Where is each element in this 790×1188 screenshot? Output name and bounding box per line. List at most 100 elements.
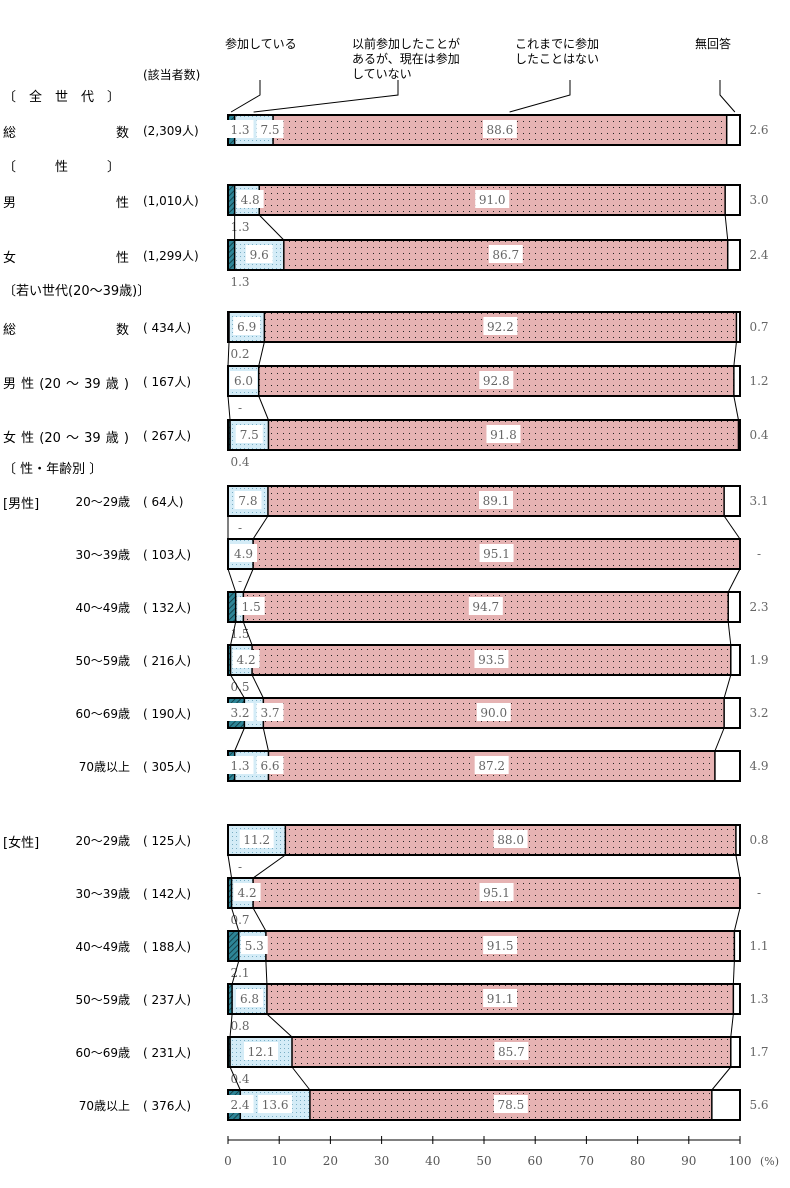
value-label-no-answer: 2.3 — [749, 600, 768, 614]
value-label-never-bg — [476, 703, 511, 721]
row-label: 女性 — [3, 251, 129, 266]
row-label: 20～29歳 — [75, 834, 130, 848]
value-label-previously: 3.7 — [260, 706, 279, 720]
connector-line — [262, 727, 269, 752]
value-label-previously: 9.6 — [250, 248, 269, 262]
x-tick-label: 60 — [528, 1154, 543, 1168]
connector-line — [265, 960, 268, 985]
bar-segment-participating — [228, 592, 236, 622]
connector-line — [266, 1013, 293, 1038]
connector-line — [723, 515, 741, 540]
value-label-previously-bg — [258, 1095, 293, 1113]
connector-line — [252, 854, 286, 879]
group-female: [女性] — [3, 836, 40, 851]
legend-never-line: したことはない — [515, 52, 600, 66]
value-label-participating: 1.5 — [230, 627, 249, 641]
row-count: ( 231人) — [143, 1046, 192, 1060]
value-label-never-bg — [493, 830, 528, 848]
row-count: ( 167人) — [143, 375, 192, 389]
value-label-never-bg — [483, 989, 518, 1007]
value-label-never-bg — [486, 425, 521, 443]
bar-segment-participating — [228, 878, 232, 908]
value-label-never: 92.8 — [483, 374, 510, 388]
row-label: 20～29歳 — [75, 495, 130, 509]
value-label-previously: 4.8 — [241, 193, 260, 207]
value-label-participating: - — [238, 521, 242, 535]
bar-outline — [227, 485, 741, 517]
value-label-participating: 1.3 — [230, 123, 249, 137]
bar-segment-no-answer — [724, 486, 740, 516]
connector-line — [730, 1013, 734, 1038]
legend-previously: 以前参加したことが あるが、現在は参加 していない — [352, 37, 460, 82]
row-label: 男性(20～39歳) — [3, 377, 129, 392]
legend-previously-line: 以前参加したことが — [352, 37, 461, 51]
bar-segment-participating — [228, 185, 235, 215]
value-label-previously-bg — [240, 936, 268, 954]
row-count: ( 125人) — [143, 834, 192, 848]
connector-line — [723, 674, 732, 699]
row-label: 70歳以上 — [78, 760, 130, 774]
value-label-never: 85.7 — [498, 1045, 525, 1059]
bar-outline — [227, 184, 741, 216]
value-label-participating: 1.3 — [230, 275, 249, 289]
value-label-no-answer: - — [757, 547, 761, 561]
connector-line — [733, 341, 737, 367]
value-label-never-bg — [483, 936, 518, 954]
unit-label: (%) — [760, 1155, 779, 1168]
value-label-never-bg — [475, 190, 510, 208]
value-label-never: 86.7 — [492, 248, 519, 262]
value-label-never: 89.1 — [483, 494, 510, 508]
bar-outline — [227, 591, 741, 623]
connector-line — [733, 907, 741, 932]
value-label-previously-bg — [237, 597, 265, 615]
value-label-never: 92.2 — [487, 320, 514, 334]
bar-segment-participating — [228, 1037, 231, 1067]
row-count: ( 376人) — [143, 1099, 192, 1113]
value-label-participating: 0.4 — [230, 455, 249, 469]
value-label-previously-bg — [236, 989, 264, 1007]
value-label-never: 91.1 — [487, 992, 514, 1006]
value-label-never-bg — [474, 650, 509, 668]
bar-segment-no-answer — [730, 1037, 740, 1067]
row-label: 女性(20～39歳) — [3, 431, 129, 446]
bar-segment-participating — [228, 645, 231, 675]
value-label-previously: 6.9 — [237, 320, 256, 334]
row-count: (2,309人) — [143, 124, 199, 138]
x-tick-label: 80 — [630, 1154, 645, 1168]
value-label-previously: 12.1 — [248, 1045, 275, 1059]
row-count: ( 142人) — [143, 887, 192, 901]
x-tick-label: 20 — [323, 1154, 338, 1168]
bar-outline — [227, 311, 741, 343]
value-label-no-answer: 1.3 — [749, 992, 768, 1006]
connector-line — [227, 341, 230, 367]
x-tick-label: 100 — [729, 1154, 752, 1168]
value-label-participating: 0.4 — [230, 1072, 249, 1086]
bar-segment-no-answer — [726, 115, 740, 145]
value-label-no-answer: 0.8 — [749, 833, 768, 847]
bar-segment-no-answer — [734, 931, 740, 961]
value-label-participating-bg — [226, 120, 254, 138]
row-count: ( 64人) — [143, 495, 184, 509]
connector-line — [251, 674, 264, 699]
value-label-previously-bg — [232, 650, 260, 668]
value-label-previously: 7.8 — [238, 494, 257, 508]
value-label-previously: 4.2 — [238, 886, 257, 900]
connector-line — [252, 907, 267, 932]
legend-participating: 参加している — [225, 37, 297, 51]
bar-outline — [227, 365, 741, 397]
value-label-no-answer: 0.7 — [749, 320, 768, 334]
row-label: 30～39歳 — [75, 548, 130, 562]
value-label-no-answer: 0.4 — [749, 428, 768, 442]
bar-segment-no-answer — [714, 751, 740, 781]
value-label-never: 94.7 — [472, 600, 499, 614]
bar-segment-participating — [228, 240, 235, 270]
connector-line — [230, 674, 245, 699]
x-tick-label: 10 — [272, 1154, 287, 1168]
connector-line — [291, 1066, 311, 1091]
value-label-previously-bg — [239, 830, 274, 848]
legend-leader-line — [230, 80, 261, 113]
connector-line — [724, 214, 729, 241]
value-label-participating: 1.3 — [230, 220, 249, 234]
bar-segment-no-answer — [728, 592, 740, 622]
